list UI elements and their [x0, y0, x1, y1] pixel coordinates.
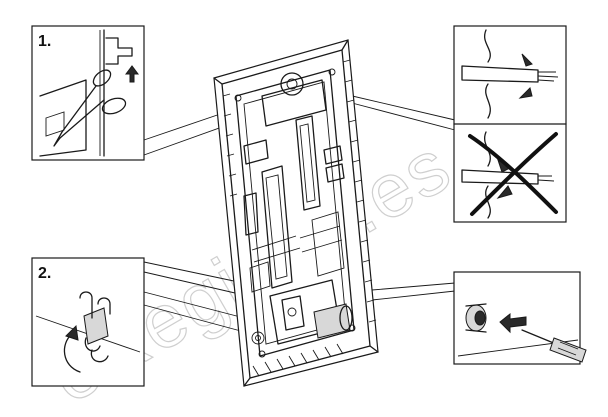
step-1-label: 1.	[38, 33, 51, 50]
step-2-label: 2.	[38, 265, 51, 282]
rotate-arrow-icon	[63, 324, 81, 373]
panel-step-1: 1.	[31, 25, 145, 161]
cross-mark-icon	[468, 132, 558, 216]
leader-lines	[143, 94, 456, 335]
panel-screwdriver	[453, 271, 587, 365]
edge-ribs	[222, 59, 377, 377]
cable-icon	[461, 29, 559, 119]
panel-step-2: 2.	[31, 257, 145, 387]
scissors-icon	[53, 69, 127, 147]
device-back-plate	[213, 39, 379, 387]
panel-cable-strip	[453, 25, 567, 223]
screwdriver-icon	[521, 329, 587, 363]
